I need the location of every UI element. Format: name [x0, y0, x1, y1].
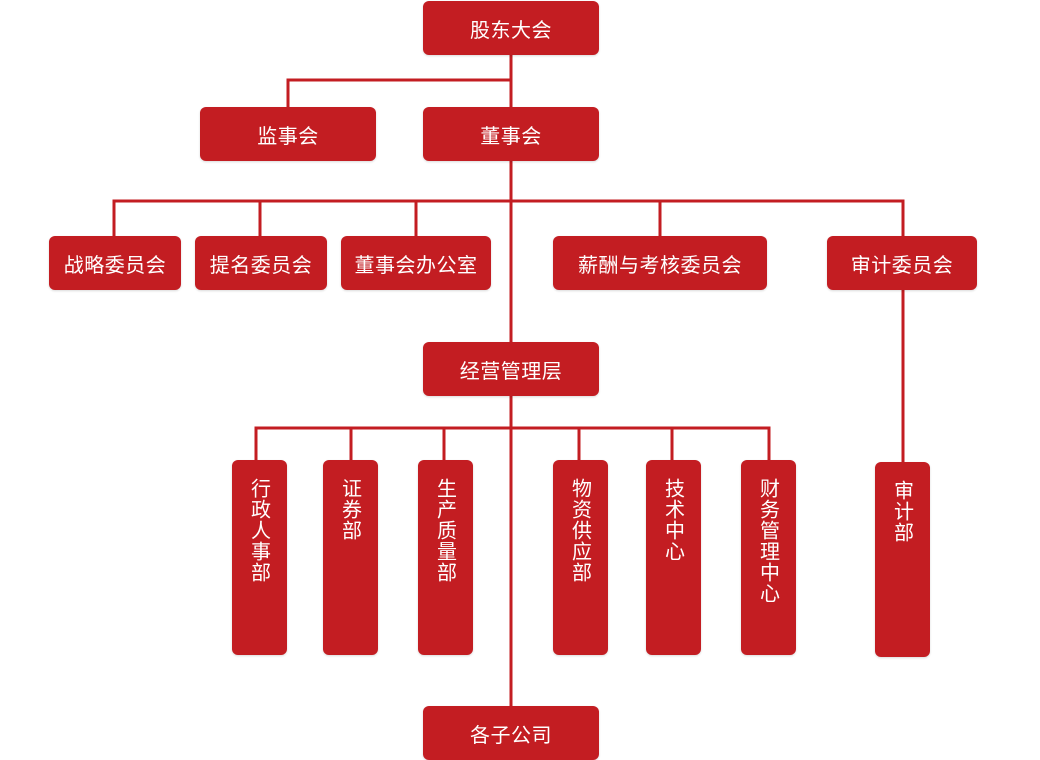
- node-label: 审计部: [890, 480, 915, 543]
- node-finance-center: 财务管理中心: [741, 460, 796, 655]
- node-label: 股东大会: [470, 17, 552, 42]
- node-label: 行政人事部: [247, 478, 272, 583]
- node-tech-center: 技术中心: [646, 460, 701, 655]
- node-label: 董事会: [480, 123, 542, 148]
- node-label: 生产质量部: [433, 478, 458, 583]
- node-label: 审计委员会: [850, 252, 954, 277]
- node-label: 各子公司: [470, 722, 552, 747]
- node-audit-dept: 审计部: [875, 462, 930, 657]
- node-label: 战略委员会: [63, 252, 167, 277]
- node-supervisory-board: 监事会: [200, 107, 376, 161]
- node-subsidiaries: 各子公司: [423, 706, 599, 760]
- node-label: 证券部: [338, 478, 363, 541]
- node-label: 技术中心: [661, 478, 686, 562]
- node-audit-committee: 审计委员会: [827, 236, 977, 290]
- node-board-of-directors: 董事会: [423, 107, 599, 161]
- node-strategy-committee: 战略委员会: [49, 236, 181, 290]
- node-label: 经营管理层: [459, 358, 563, 383]
- node-label: 监事会: [257, 123, 319, 148]
- node-nomination-committee: 提名委员会: [195, 236, 327, 290]
- node-label: 财务管理中心: [756, 478, 781, 604]
- node-management: 经营管理层: [423, 342, 599, 396]
- node-board-office: 董事会办公室: [341, 236, 491, 290]
- node-label: 董事会办公室: [354, 252, 478, 277]
- node-label: 提名委员会: [209, 252, 313, 277]
- node-compensation-committee: 薪酬与考核委员会: [553, 236, 767, 290]
- node-shareholders-meeting: 股东大会: [423, 1, 599, 55]
- node-label: 薪酬与考核委员会: [578, 252, 742, 277]
- node-admin-hr: 行政人事部: [232, 460, 287, 655]
- node-securities: 证券部: [323, 460, 378, 655]
- node-label: 物资供应部: [568, 478, 593, 583]
- node-production-quality: 生产质量部: [418, 460, 473, 655]
- node-material-supply: 物资供应部: [553, 460, 608, 655]
